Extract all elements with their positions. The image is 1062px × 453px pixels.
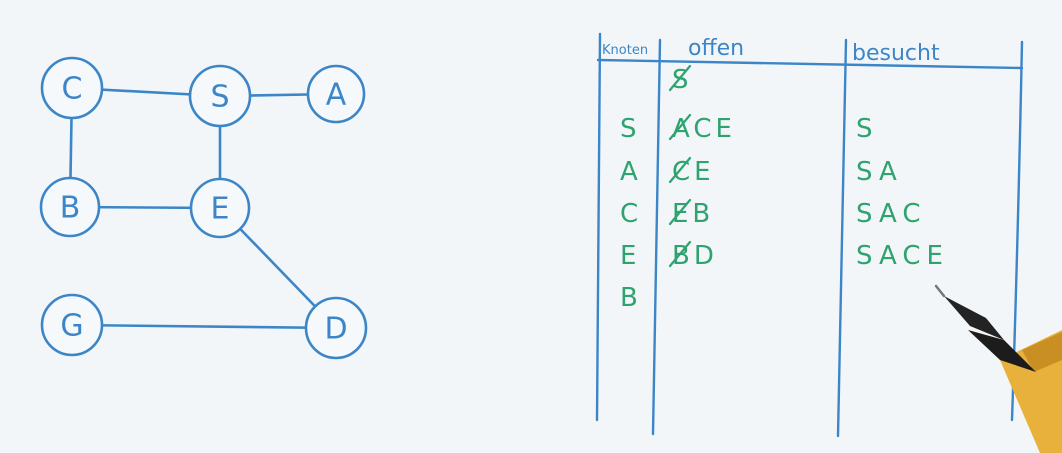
- graph-nodes: C S A B E G D: [39, 56, 368, 360]
- pen-cone: [944, 296, 1004, 340]
- node-a: A: [306, 64, 366, 124]
- cell-besucht: SACE: [856, 241, 949, 271]
- table-headers: Knoten offen besucht: [602, 36, 940, 66]
- table-grid: [595, 32, 1024, 438]
- node-circle: [304, 296, 368, 360]
- node-circle: [189, 177, 251, 239]
- node-d: D: [304, 296, 368, 360]
- pen-tip: [934, 284, 946, 298]
- cell-knoten: B: [620, 283, 638, 313]
- node-label: E: [211, 192, 230, 227]
- node-circle: [40, 293, 104, 357]
- column-divider-knoten-offen: [651, 38, 662, 436]
- table-row: S: [668, 64, 693, 95]
- cell-besucht: SAC: [856, 199, 926, 229]
- node-b: B: [39, 176, 101, 238]
- cell-knoten: A: [620, 157, 638, 187]
- node-circle: [306, 64, 366, 124]
- table-row: S ACE S: [620, 113, 879, 144]
- node-e: E: [189, 177, 251, 239]
- strike-mark: [668, 198, 692, 226]
- node-label: G: [60, 309, 83, 344]
- cell-besucht: SA: [856, 157, 903, 187]
- node-label: B: [60, 191, 81, 226]
- graph: C S A B E G D: [39, 56, 368, 360]
- node-circle: [40, 56, 104, 120]
- node-label: A: [326, 78, 347, 113]
- node-label: S: [210, 80, 229, 115]
- node-label: D: [324, 312, 347, 347]
- node-c: C: [40, 56, 104, 120]
- node-circle: [188, 64, 252, 128]
- table-header-rule: [596, 58, 1024, 70]
- strike-mark: [668, 240, 692, 268]
- node-g: G: [40, 293, 104, 357]
- cell-knoten: C: [620, 199, 638, 229]
- node-s: S: [188, 64, 252, 128]
- column-divider-offen-besucht: [836, 38, 848, 438]
- header-offen: offen: [688, 36, 744, 61]
- header-besucht: besucht: [852, 41, 940, 66]
- pen-illustration: [934, 284, 1062, 453]
- node-label: C: [62, 72, 83, 107]
- cell-knoten: S: [620, 114, 637, 144]
- pen-collar: [968, 330, 1036, 372]
- cell-offen: S: [672, 65, 693, 95]
- node-circle: [39, 176, 101, 238]
- cell-knoten: E: [620, 241, 636, 271]
- edge-g-d: [70, 323, 338, 330]
- column-divider-left: [595, 32, 602, 422]
- header-knoten: Knoten: [602, 43, 648, 58]
- strike-mark: [668, 113, 692, 141]
- cell-offen: ACE: [672, 114, 736, 144]
- strike-mark: [668, 156, 692, 184]
- strike-mark: [668, 64, 692, 92]
- cell-besucht: S: [856, 114, 879, 144]
- table-row: B: [620, 283, 638, 313]
- pen-barrel-shadow: [1022, 332, 1062, 372]
